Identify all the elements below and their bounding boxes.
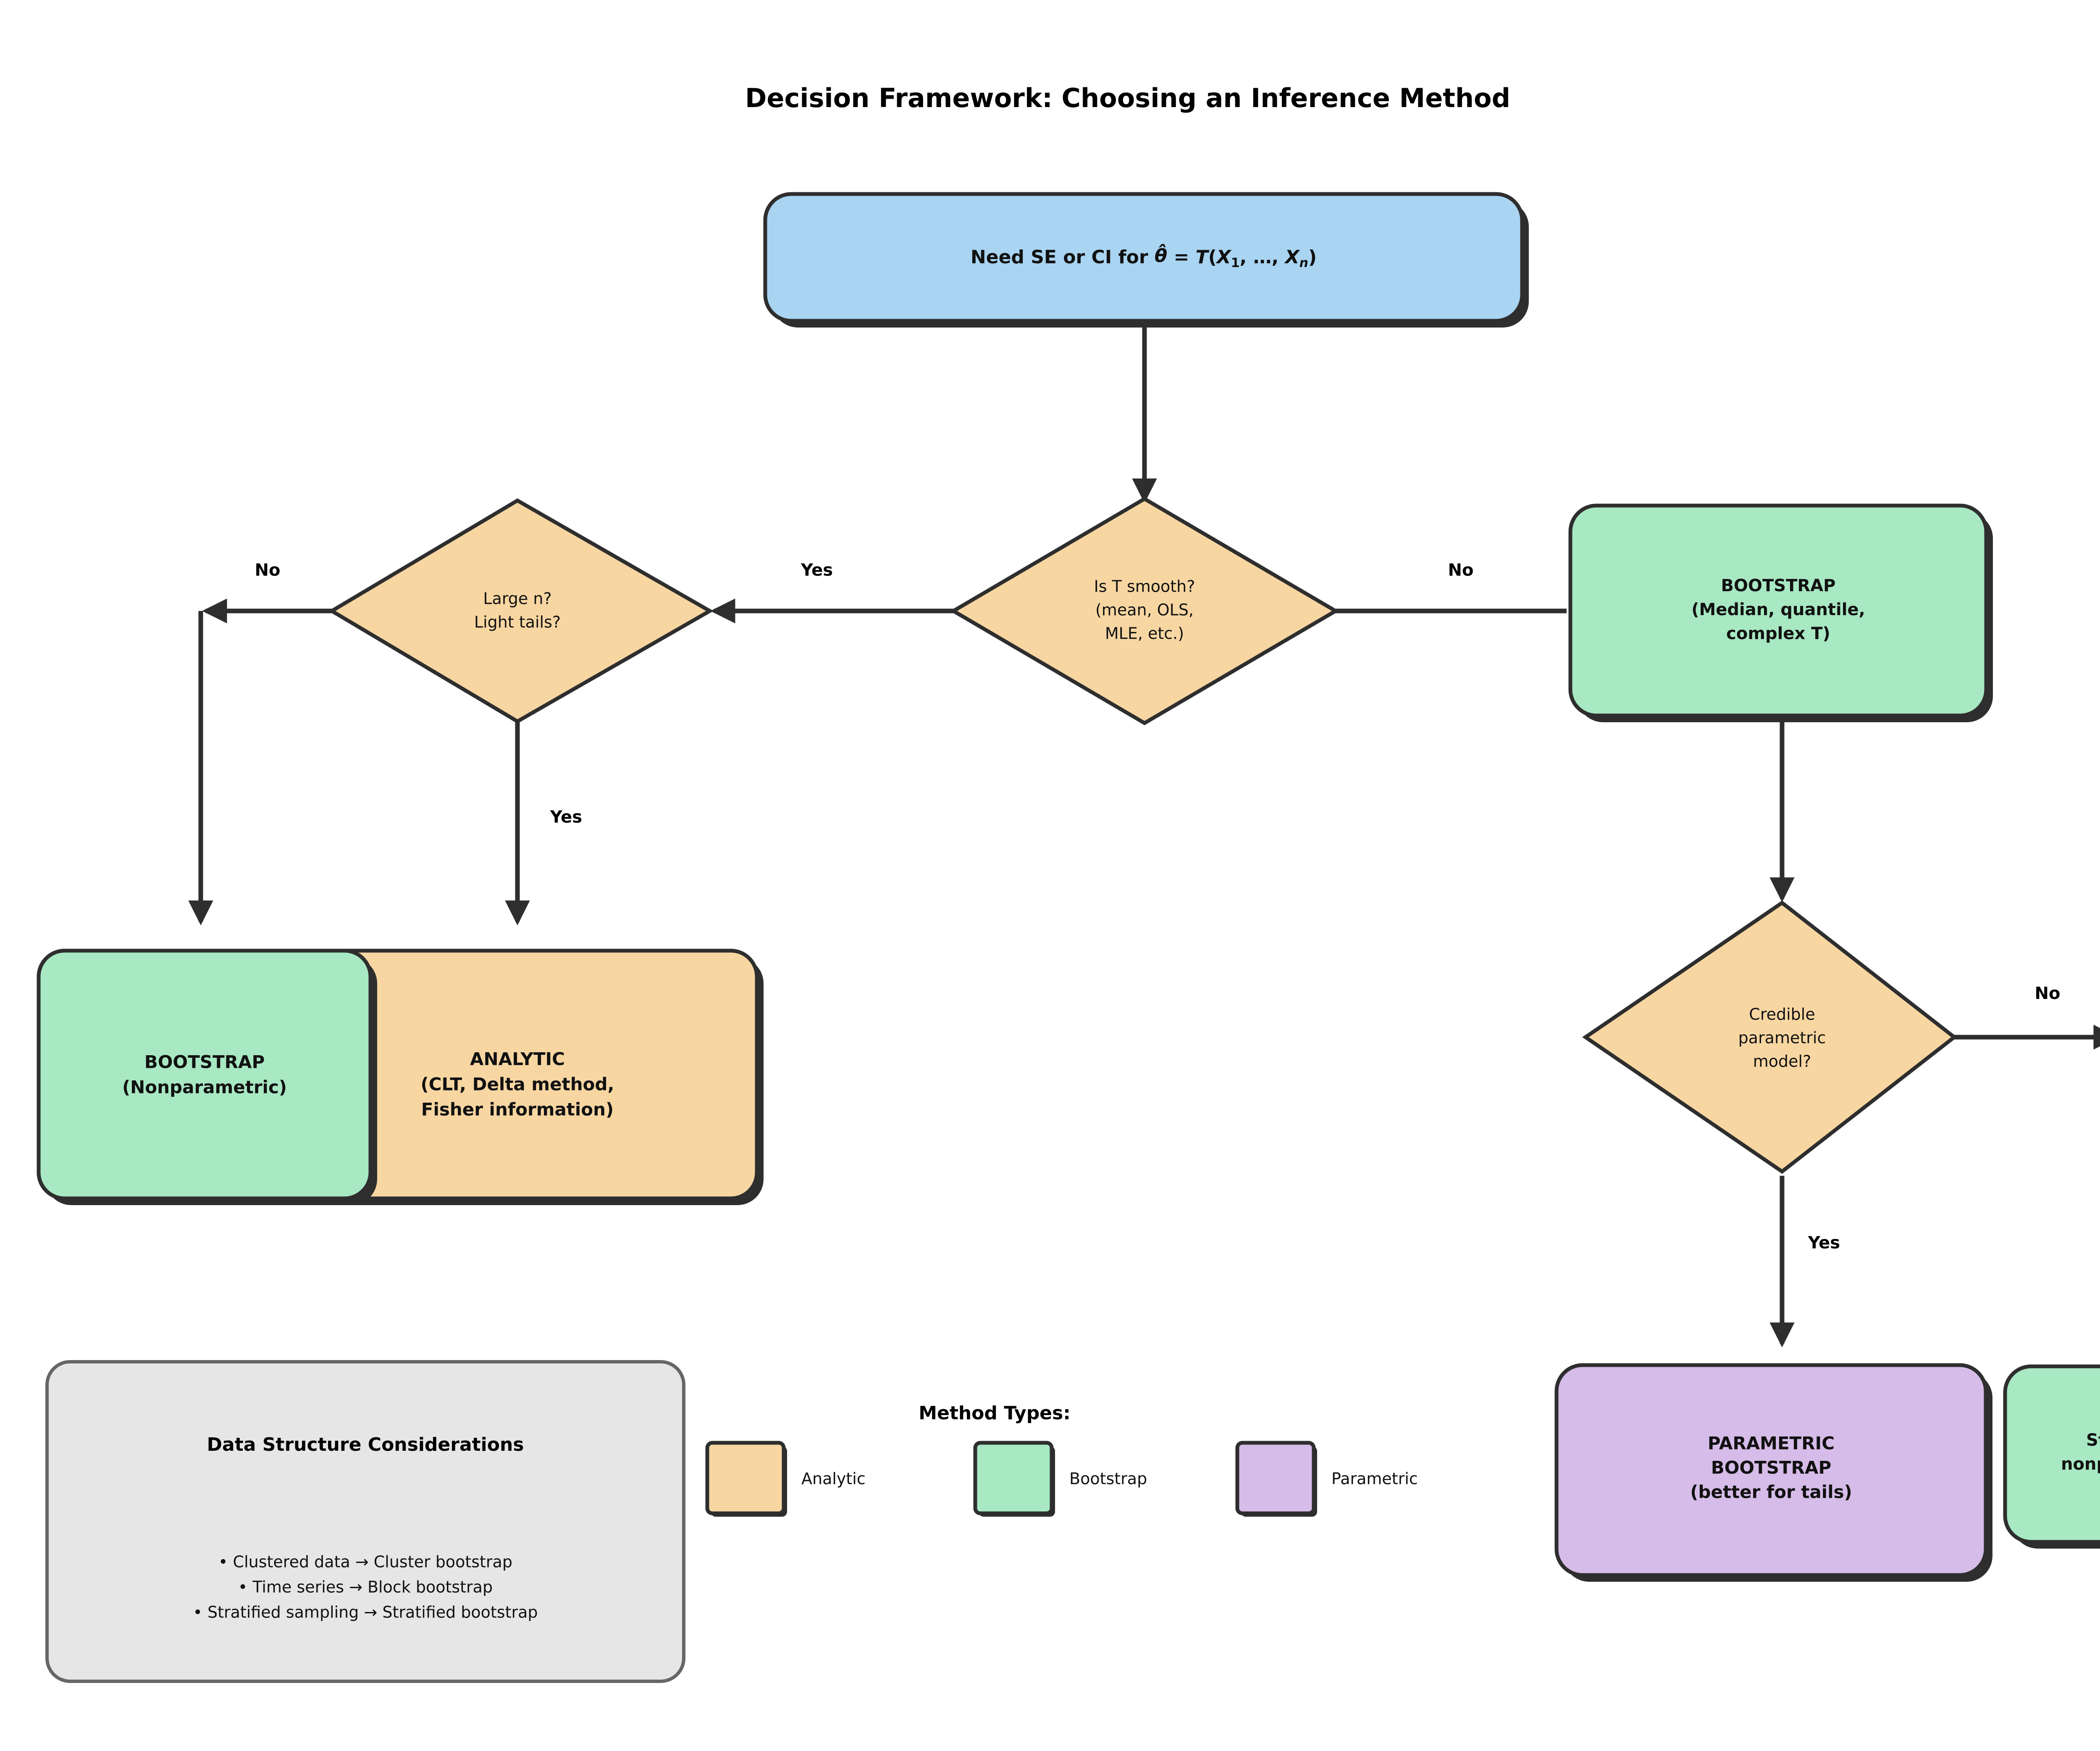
bootstrap-complex-line-3: complex T) — [1726, 624, 1830, 643]
edge-label-credible-no: No — [2035, 984, 2061, 1003]
node-start[interactable]: Need SE or CI for θ̂ = T(X1, …, Xn) — [763, 192, 1529, 328]
connectors — [188, 325, 2100, 1347]
credible-parametric-diamond[interactable] — [1582, 900, 1958, 1174]
start-label-xn: X — [1284, 246, 1300, 268]
edge-label-largen-no: No — [255, 561, 281, 580]
credible-line-3: model? — [1753, 1052, 1811, 1071]
edge-label-largen-yes: Yes — [550, 807, 582, 827]
legend-label-bootstrap: Bootstrap — [1069, 1470, 1147, 1488]
start-label-theta: θ̂ — [1155, 244, 1167, 267]
legend-swatch-parametric[interactable] — [1235, 1441, 1316, 1515]
note-bullet-2: • Time series → Block bootstrap — [238, 1578, 493, 1596]
stay-nonparametric-line-2: nonparametric — [2061, 1455, 2100, 1474]
legend-label-parametric: Parametric — [1331, 1470, 1418, 1488]
bootstrap-nonparametric-box[interactable] — [37, 949, 373, 1201]
node-large-n[interactable]: Large n? Light tails? — [328, 498, 714, 724]
legend-item-parametric[interactable]: Parametric — [1235, 1441, 1418, 1517]
start-label-sub1: 1 — [1231, 256, 1240, 270]
legend-item-analytic[interactable]: Analytic — [705, 1441, 866, 1517]
start-label-plain: Need SE or CI for — [971, 246, 1155, 268]
is-t-smooth-line-2: (mean, OLS, — [1095, 601, 1194, 619]
credible-line-2: parametric — [1738, 1029, 1826, 1047]
note-bullet-1: • Clustered data → Cluster bootstrap — [218, 1553, 512, 1571]
large-n-line-1: Large n? — [483, 590, 551, 608]
start-label-x1: X — [1215, 246, 1232, 268]
analytic-line-3: Fisher information) — [421, 1099, 614, 1120]
legend-title: Method Types: — [919, 1402, 1071, 1424]
legend-swatch-bootstrap[interactable] — [973, 1441, 1054, 1515]
node-bootstrap-nonparametric[interactable]: BOOTSTRAP (Nonparametric) — [37, 949, 377, 1205]
edge-label-smooth-yes: Yes — [801, 561, 833, 580]
parametric-bootstrap-line-2: BOOTSTRAP — [1711, 1457, 1832, 1478]
stay-nonparametric-line-1: Stay with — [2086, 1431, 2100, 1450]
start-label-args: ( — [1208, 246, 1217, 268]
note-panel-box — [45, 1360, 685, 1683]
node-bootstrap-complex[interactable]: BOOTSTRAP (Median, quantile, complex T) — [1568, 503, 1993, 722]
is-t-smooth-line-3: MLE, etc.) — [1105, 624, 1184, 643]
parametric-bootstrap-line-1: PARAMETRIC — [1708, 1433, 1835, 1454]
parametric-bootstrap-box[interactable] — [1554, 1363, 1988, 1577]
note-panel: Data Structure Considerations • Clustere… — [45, 1360, 685, 1683]
start-box[interactable] — [763, 192, 1524, 323]
edge-label-smooth-no: No — [1448, 561, 1474, 580]
page-title: Decision Framework: Choosing an Inferenc… — [745, 83, 1510, 113]
bootstrap-nonparametric-line-1: BOOTSTRAP — [144, 1052, 265, 1072]
note-bullet-3: • Stratified sampling → Stratified boots… — [193, 1603, 538, 1622]
edge-label-credible-yes: Yes — [1808, 1233, 1840, 1253]
credible-line-1: Credible — [1749, 1005, 1815, 1024]
analytic-line-1: ANALYTIC — [470, 1049, 565, 1069]
legend: Method Types: Analytic Bootstrap Paramet… — [705, 1402, 1418, 1517]
stay-nonparametric-box[interactable] — [2003, 1364, 2100, 1544]
edge-labels: Yes No No Yes Yes No — [255, 561, 2061, 1253]
start-label-fn: T — [1196, 246, 1210, 268]
node-stay-nonparametric[interactable]: Stay with nonparametric — [2003, 1364, 2100, 1549]
legend-swatch-analytic[interactable] — [705, 1441, 786, 1515]
start-label-close: ) — [1308, 246, 1317, 268]
bootstrap-complex-box[interactable] — [1568, 503, 1988, 718]
start-label-eq: = — [1167, 246, 1196, 268]
analytic-line-2: (CLT, Delta method, — [421, 1074, 614, 1095]
node-credible-parametric[interactable]: Credible parametric model? — [1582, 900, 1958, 1174]
is-t-smooth-line-1: Is T smooth? — [1094, 577, 1195, 596]
legend-label-analytic: Analytic — [801, 1470, 866, 1488]
node-parametric-bootstrap[interactable]: PARAMETRIC BOOTSTRAP (better for tails) — [1554, 1363, 1992, 1582]
is-t-smooth-diamond[interactable] — [950, 496, 1339, 726]
bootstrap-complex-line-2: (Median, quantile, — [1691, 600, 1865, 619]
large-n-line-2: Light tails? — [474, 613, 561, 632]
note-title: Data Structure Considerations — [207, 1434, 524, 1455]
legend-item-bootstrap[interactable]: Bootstrap — [973, 1441, 1147, 1517]
bootstrap-nonparametric-line-2: (Nonparametric) — [122, 1077, 287, 1098]
start-label: Need SE or CI for θ̂ = T(X1, …, Xn) — [971, 244, 1317, 270]
parametric-bootstrap-line-3: (better for tails) — [1690, 1482, 1852, 1502]
bootstrap-complex-line-1: BOOTSTRAP — [1721, 576, 1836, 595]
start-label-mid: , …, — [1240, 246, 1285, 268]
large-n-diamond[interactable] — [328, 498, 714, 724]
node-is-t-smooth[interactable]: Is T smooth? (mean, OLS, MLE, etc.) — [950, 496, 1339, 726]
start-label-subn: n — [1299, 256, 1308, 270]
